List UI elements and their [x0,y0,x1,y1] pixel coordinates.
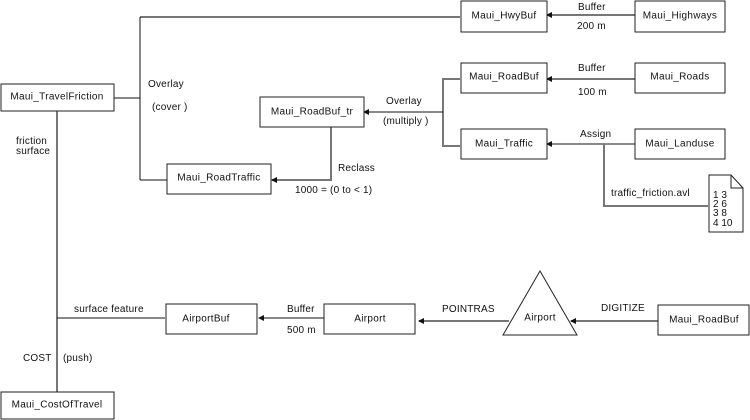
edge-param-cost: (push) [63,353,93,364]
edge-label-overlay-cover: Overlay [148,79,184,90]
node-label: Maui_HwyBuf [472,11,537,22]
arrow-reclass [271,127,332,183]
edge-label-buffer-roads: Buffer [578,63,606,74]
overlay-multiply-bus [442,78,460,147]
node-travel-friction[interactable]: Maui_TravelFriction [0,83,115,112]
node-road-traffic[interactable]: Maui_RoadTraffic [166,163,272,195]
node-road-buf-source[interactable]: Maui_RoadBuf [657,304,750,336]
edge-label-surface-feature: surface feature [74,304,144,315]
node-highways[interactable]: Maui_Highways [634,0,726,33]
edge-label-buffer-airport: Buffer [287,304,315,315]
node-road-buf-tr[interactable]: Maui_RoadBuf_tr [259,96,365,128]
triangle-icon [502,270,578,336]
node-label: Airport [354,314,386,325]
edge-label-buffer-hwy: Buffer [578,2,606,13]
node-label: Maui_RoadTraffic [177,173,260,184]
edge-param-overlay-multiply: (multiply ) [383,116,429,127]
node-landuse[interactable]: Maui_Landuse [634,128,726,160]
edge-param-buffer-hwy: 200 m [577,21,606,32]
edge-label-assign: Assign [580,129,611,140]
edge-label-cost: COST [23,353,52,364]
node-label: Maui_TravelFriction [10,92,103,103]
lookup-row: 4 10 [713,218,733,229]
node-hwy-buf[interactable]: Maui_HwyBuf [460,0,548,33]
node-cost-of-travel[interactable]: Maui_CostOfTravel [0,391,115,420]
edge-param-reclass: 1000 = (0 to < 1) [295,185,372,196]
node-label: Maui_Highways [643,11,718,22]
edge-label-assign-file: traffic_friction.avl [611,188,690,199]
node-airport-raster[interactable]: Airport [323,303,416,335]
lookup-row: 1 3 [713,190,727,201]
edge-label-friction: friction [16,136,47,147]
node-label: Maui_Roads [650,72,709,83]
node-label: Airport [524,313,556,324]
edge-param-buffer-roads: 100 m [578,87,607,98]
edge-label-surface: surface [16,146,50,157]
node-roads[interactable]: Maui_Roads [634,62,726,94]
node-label: Maui_CostOfTravel [12,400,103,411]
node-label: Maui_RoadBuf_tr [271,107,354,118]
node-road-buf[interactable]: Maui_RoadBuf [460,62,548,94]
node-label: Maui_Landuse [645,139,714,150]
node-traffic[interactable]: Maui_Traffic [460,128,548,160]
node-airport-buf[interactable]: AirportBuf [165,303,258,335]
node-label: Maui_Traffic [475,139,533,150]
edge-label-digitize: DIGITIZE [601,303,645,314]
node-airport-vector[interactable]: Airport [502,270,578,336]
edge-param-overlay-cover: (cover ) [152,102,188,113]
node-label: Maui_RoadBuf [669,315,739,326]
edge-label-overlay-multiply: Overlay [386,96,422,107]
node-label: Maui_RoadBuf [469,72,539,83]
edge-param-buffer-airport: 500 m [287,325,316,336]
lookup-row: 3 8 [713,208,727,219]
node-label: AirportBuf [182,314,229,325]
lookup-file-icon[interactable]: 1 3 2 6 3 8 4 10 [708,174,744,233]
connector-assign-file [603,144,708,207]
edge-label-reclass: Reclass [338,163,375,174]
edge-label-pointras: POINTRAS [442,304,495,315]
lookup-row: 2 6 [713,199,727,210]
